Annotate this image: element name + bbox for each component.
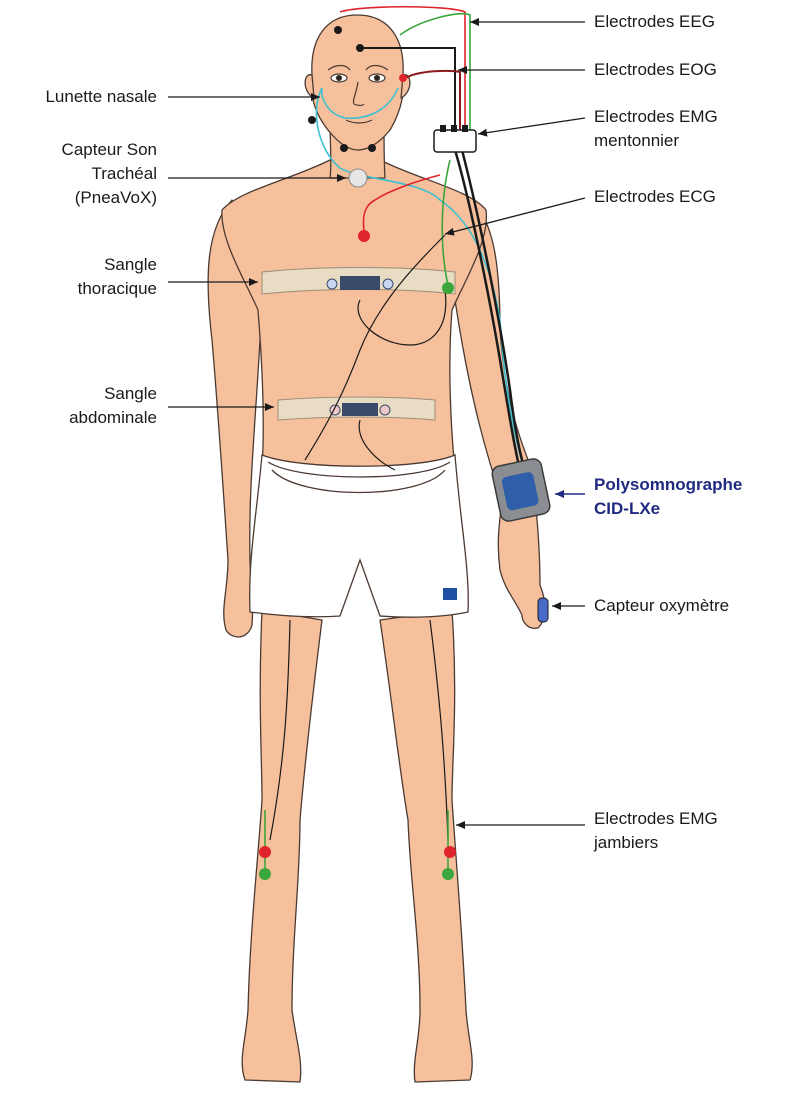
eog-electrode	[399, 74, 407, 82]
ear-left	[305, 75, 314, 98]
left-leg	[242, 610, 322, 1082]
eeg-electrode	[356, 44, 364, 52]
emg-chin-electrode	[340, 144, 348, 152]
label-tracheal-2: Trachéal	[91, 163, 157, 185]
leg-electrode-red-right	[444, 846, 456, 858]
label-eeg: Electrodes EEG	[594, 11, 715, 33]
eog-electrode	[308, 116, 316, 124]
label-ecg: Electrodes ECG	[594, 186, 716, 208]
abdominal-belt	[278, 397, 435, 420]
eeg-electrode	[334, 26, 342, 34]
torso	[222, 160, 487, 470]
arrow-emg-chin	[478, 118, 585, 134]
label-eog: Electrodes EOG	[594, 59, 717, 81]
label-emg-chin-2: mentonnier	[594, 130, 679, 152]
ecg-electrode-green	[442, 282, 454, 294]
leg-electrode-green-left	[259, 868, 271, 880]
label-thoracic-2: thoracique	[78, 278, 157, 300]
label-emg-chin-1: Electrodes EMG	[594, 106, 718, 128]
right-leg	[380, 610, 472, 1082]
label-abdominal-2: abdominale	[69, 407, 157, 429]
label-oximeter: Capteur oxymètre	[594, 595, 729, 617]
label-psg-2: CID-LXe	[594, 498, 660, 520]
tracheal-sensor	[349, 169, 367, 187]
shorts	[250, 455, 469, 617]
label-emg-leg-2: jambiers	[594, 832, 658, 854]
label-tracheal-3: (PneaVoX)	[75, 187, 157, 209]
oximeter-sensor	[538, 598, 548, 622]
leg-electrode-green-right	[442, 868, 454, 880]
label-psg-1: Polysomnographe	[594, 474, 742, 496]
leg-electrode-red-left	[259, 846, 271, 858]
label-abdominal-1: Sangle	[104, 383, 157, 405]
polysomnograph-device	[491, 457, 552, 522]
label-thoracic-1: Sangle	[104, 254, 157, 276]
emg-chin-electrode	[368, 144, 376, 152]
label-emg-leg-1: Electrodes EMG	[594, 808, 718, 830]
ecg-electrode-red	[358, 230, 370, 242]
label-tracheal-1: Capteur Son	[62, 139, 157, 161]
label-nasal: Lunette nasale	[45, 86, 157, 108]
